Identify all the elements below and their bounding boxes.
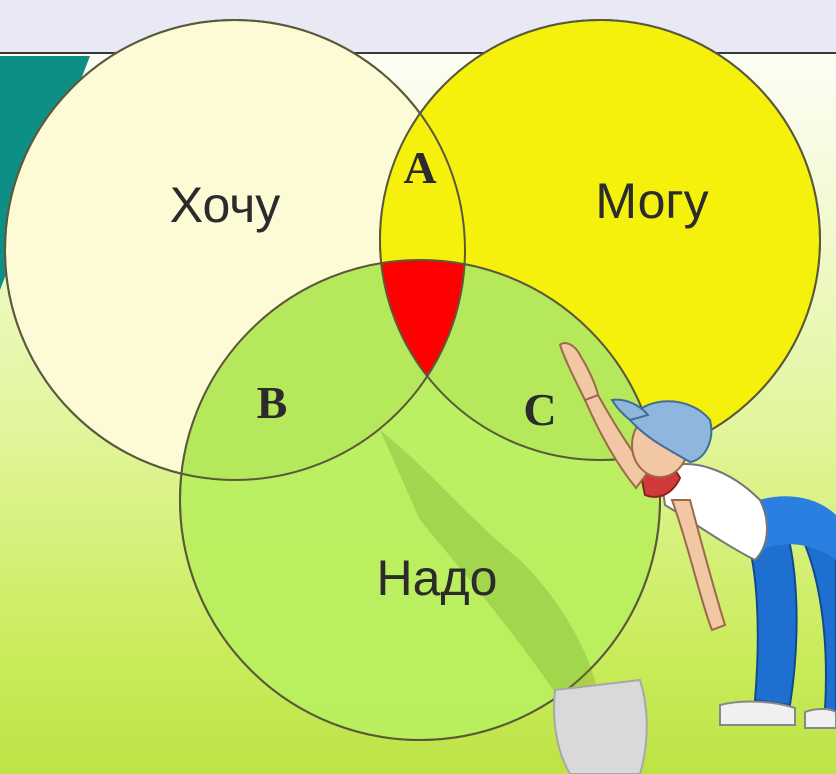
label-need: Надо (377, 550, 498, 606)
region-label-a: A (403, 142, 436, 193)
label-want: Хочу (170, 177, 281, 233)
label-can: Могу (595, 173, 708, 229)
region-label-c: C (523, 384, 556, 435)
region-label-b: B (257, 377, 288, 428)
